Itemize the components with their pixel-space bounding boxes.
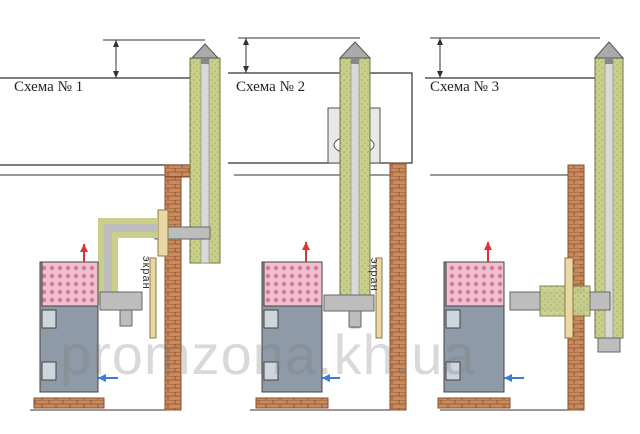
scheme-2-brick-wall [389,162,407,411]
scheme-2-base [255,397,329,409]
scheme-1-elbow-core [104,224,158,305]
watermark-text: promzona.kh.ua [60,323,476,386]
scheme-3-drawing [425,37,625,411]
scheme-1-title: Схема № 1 [14,79,84,95]
scheme-3-firebox [445,261,505,307]
scheme-2-chimney-core [350,57,360,329]
scheme-1-firebox [41,261,99,307]
scheme-3-cap-icon [593,41,625,59]
scheme-2-flue-tee [323,294,375,312]
scheme-2-ash-door [263,361,279,381]
scheme-2-cap-icon [338,41,372,59]
scheme-1-dim-arrow-down [113,71,119,78]
scheme-1-cold-arrowhead [98,374,106,382]
scheme-2-screen [375,257,383,339]
scheme-2-ceiling [228,72,413,164]
scheme-1-drawing [0,39,221,411]
scheme-1-dim-arrow-up [113,40,119,47]
scheme-2-drawing [228,37,413,411]
scheme-1-screen [149,257,157,339]
scheme-1-wall-plate [157,209,169,257]
scheme-3-cold-arrowhead [504,374,512,382]
scheme-2-door [263,309,279,329]
scheme-2-firebox [263,261,323,307]
scheme-3-wall-plate [564,257,574,339]
scheme-1-condensate [119,309,133,327]
scheme-3-cap-stem [605,58,613,64]
scheme-1-cap-stem [201,58,209,64]
scheme-3-ash-door [445,361,461,381]
scheme-2-hot-arrowhead [302,242,310,250]
scheme-2-condensate [348,310,362,328]
scheme-1-door [41,309,57,329]
scheme-2-screen-label: экран [368,258,380,292]
scheme-2-dim-arrow-down [243,66,249,73]
scheme-2-title: Схема № 2 [236,79,306,95]
scheme-1-cap-icon [190,43,220,59]
scheme-3-dim-arrow-down [437,71,443,78]
scheme-3-hot-arrowhead [484,242,492,250]
scheme-2-cap-stem [351,58,359,64]
scheme-3-title: Схема № 3 [430,79,500,95]
scheme-3-condensate [597,337,621,353]
scheme-1-screen-label: экран [140,256,152,290]
scheme-3-dim-arrow-up [437,38,443,45]
scheme-2-dim-arrow-up [243,38,249,45]
scheme-1-hot-arrowhead [80,244,88,252]
scheme-3-door [445,309,461,329]
scheme-1-ash-door [41,361,57,381]
scheme-1-wall-top [164,164,193,178]
scheme-3-base [437,397,511,409]
scheme-1-base [33,397,105,409]
scheme-1-flue-tee [99,291,143,311]
scheme-2-cold-arrowhead [322,374,330,382]
